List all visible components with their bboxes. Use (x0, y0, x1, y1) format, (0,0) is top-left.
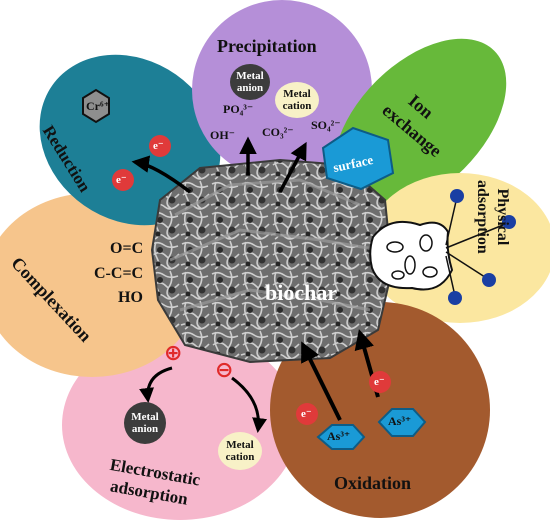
surface-hexagon-icon (321, 126, 395, 191)
electrostatic-petal (62, 330, 298, 520)
arsenic-hexagon-icon (316, 424, 366, 450)
phosphate-label: PO₄³⁻ (223, 102, 254, 116)
adsorbate-icon (482, 273, 496, 287)
metal-anion-icon (230, 64, 270, 100)
chromium-hexagon-icon (82, 88, 110, 124)
electron-label: e⁻ (116, 174, 127, 186)
adsorbate-icon (448, 291, 462, 305)
complexation-group-2: C-C=C (94, 265, 144, 282)
biochar-image (150, 158, 394, 364)
adsorbate-icon (502, 215, 516, 229)
metal-cation-icon (275, 82, 319, 118)
oxidation-title: Oxidation (334, 473, 412, 493)
electron-icon (149, 135, 171, 157)
complexation-petal (0, 193, 200, 377)
complexation-group-3: HO (118, 289, 143, 306)
electron-icon (296, 403, 318, 425)
carbonate-label: CO₃²⁻ (262, 125, 294, 139)
negative-charge-icon: ⊖ (215, 358, 234, 383)
electrostatic-arrow-right (231, 376, 268, 433)
metal-cation-icon (218, 432, 262, 470)
reduction-arrow (131, 155, 192, 194)
precipitation-arrow-right (278, 141, 307, 193)
arsenic-label: As³⁺ (388, 414, 412, 428)
electron-icon (112, 169, 134, 191)
chromium-label: Cr⁶⁺ (86, 99, 110, 113)
electron-label: e⁻ (374, 376, 385, 388)
electron-label: e⁻ (301, 408, 312, 420)
adsorbate-icon (450, 189, 464, 203)
complexation-group-1: O=C (110, 240, 144, 257)
electron-icon (369, 371, 391, 393)
arsenic-label: As³⁺ (327, 429, 351, 443)
oxidation-arrow-1 (301, 341, 342, 421)
hydroxide-label: OH⁻ (210, 128, 236, 142)
biochar-label: biochar (265, 280, 338, 305)
precipitation-title: Precipitation (217, 36, 317, 56)
metal-anion-icon (124, 402, 166, 444)
electron-label: e⁻ (153, 140, 164, 152)
electrostatic-arrow-left (139, 366, 173, 403)
positive-charge-icon: ⊕ (164, 341, 183, 366)
sulfate-label: SO₄²⁻ (311, 118, 341, 132)
arsenic-hexagon-icon (377, 408, 427, 437)
